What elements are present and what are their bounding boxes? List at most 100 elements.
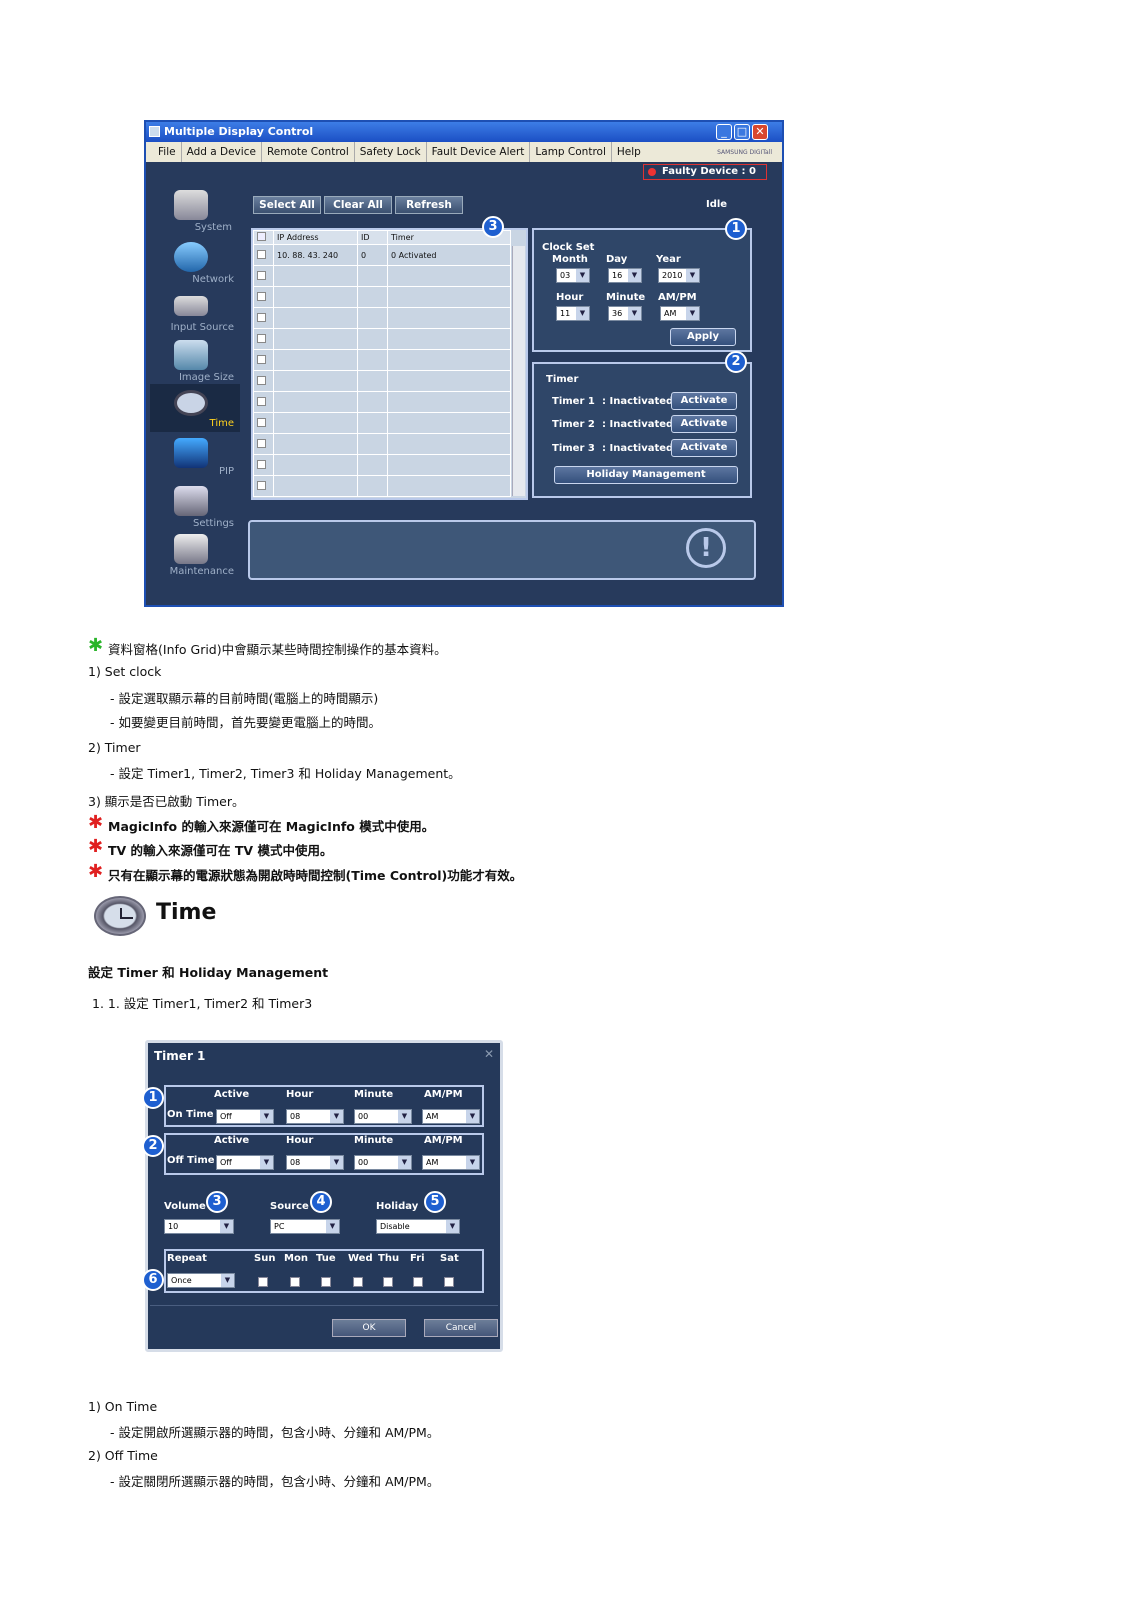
sat-checkbox[interactable] <box>444 1277 454 1287</box>
row-checkbox[interactable] <box>257 249 266 259</box>
mon-checkbox[interactable] <box>290 1277 300 1287</box>
repeat-select[interactable]: Once▼ <box>167 1273 235 1288</box>
off-ampm-select[interactable]: AM▼ <box>422 1155 480 1170</box>
timer1-activate-button[interactable]: Activate <box>671 392 737 410</box>
intro-text: 資料窗格(Info Grid)中會顯示某些時間控制操作的基本資料。 <box>108 642 447 657</box>
table-row[interactable] <box>253 454 511 476</box>
sidebar-item-time[interactable]: Time <box>150 384 240 432</box>
sidebar-item-image-size[interactable]: Image Size <box>150 338 240 386</box>
row-checkbox[interactable] <box>257 270 266 280</box>
marker-5: 5 <box>424 1191 446 1213</box>
select-all-button[interactable]: Select All <box>253 196 321 214</box>
col-id: ID <box>357 230 388 245</box>
star-icon: ✱ <box>88 635 104 656</box>
wed-checkbox[interactable] <box>353 1277 363 1287</box>
row-checkbox[interactable] <box>257 375 266 385</box>
fri-checkbox[interactable] <box>413 1277 423 1287</box>
timer3-state: : Inactivated <box>602 443 674 454</box>
sidebar-item-system[interactable]: System <box>150 188 240 236</box>
row-checkbox[interactable] <box>257 354 266 364</box>
day-select[interactable]: 16▼ <box>608 268 642 283</box>
holiday-management-button[interactable]: Holiday Management <box>554 466 738 484</box>
off-hour-select[interactable]: 08▼ <box>286 1155 344 1170</box>
table-row[interactable] <box>253 307 511 329</box>
menu-safety-lock[interactable]: Safety Lock <box>355 142 427 162</box>
menu-add-device[interactable]: Add a Device <box>182 142 262 162</box>
on-time-label: On Time <box>167 1109 214 1120</box>
sidebar-item-maintenance[interactable]: Maintenance <box>150 534 240 582</box>
minimize-button[interactable]: _ <box>716 124 732 140</box>
table-row[interactable] <box>253 265 511 287</box>
timer3-activate-button[interactable]: Activate <box>671 439 737 457</box>
maximize-button[interactable]: □ <box>734 124 750 140</box>
row-checkbox[interactable] <box>257 291 266 301</box>
cell-ip: 10. 88. 43. 240 <box>273 244 358 266</box>
on-active-select[interactable]: Off▼ <box>216 1109 274 1124</box>
on-ampm-select[interactable]: AM▼ <box>422 1109 480 1124</box>
tue-checkbox[interactable] <box>321 1277 331 1287</box>
close-icon[interactable]: ✕ <box>483 1047 494 1061</box>
ok-button[interactable]: OK <box>332 1319 406 1337</box>
ampm-select[interactable]: AM▼ <box>660 306 700 321</box>
row-checkbox[interactable] <box>257 396 266 406</box>
timer-panel-title: Timer <box>546 374 579 385</box>
table-row[interactable] <box>253 286 511 308</box>
off-active-select[interactable]: Off▼ <box>216 1155 274 1170</box>
sidebar-item-network[interactable]: Network <box>150 240 240 288</box>
alert-dot-icon <box>648 168 656 176</box>
grid-scrollbar[interactable] <box>512 246 525 496</box>
menu-fault-device-alert[interactable]: Fault Device Alert <box>427 142 531 162</box>
row-checkbox[interactable] <box>257 480 266 490</box>
refresh-button[interactable]: Refresh <box>395 196 463 214</box>
item-off-time-desc: - 設定關閉所選顯示器的時間，包含小時、分鐘和 AM/PM。 <box>110 1474 440 1489</box>
note-tv: TV 的輸入來源僅可在 TV 模式中使用。 <box>108 843 333 858</box>
hour-select[interactable]: 11▼ <box>556 306 590 321</box>
row-checkbox[interactable] <box>257 417 266 427</box>
menu-file[interactable]: File <box>146 142 182 162</box>
clear-all-button[interactable]: Clear All <box>324 196 392 214</box>
row-checkbox[interactable] <box>257 312 266 322</box>
close-button[interactable]: ✕ <box>752 124 768 140</box>
holiday-select[interactable]: Disable▼ <box>376 1219 460 1234</box>
section-heading: Time <box>156 900 217 925</box>
table-row[interactable] <box>253 349 511 371</box>
on-minute-select[interactable]: 00▼ <box>354 1109 412 1124</box>
row-checkbox[interactable] <box>257 438 266 448</box>
select-all-checkbox[interactable] <box>253 230 274 245</box>
cancel-button[interactable]: Cancel <box>424 1319 498 1337</box>
minute-select[interactable]: 36▼ <box>608 306 642 321</box>
table-row[interactable] <box>253 433 511 455</box>
chevron-down-icon: ▼ <box>466 1110 479 1123</box>
col-minute-label: Minute <box>354 1089 394 1100</box>
menu-help[interactable]: Help <box>616 146 641 158</box>
menu-remote-control[interactable]: Remote Control <box>262 142 355 162</box>
timer-dialog: Timer 1 ✕ Active Hour Minute AM/PM On Ti… <box>142 1040 503 1352</box>
off-minute-select[interactable]: 00▼ <box>354 1155 412 1170</box>
menu-lamp-control[interactable]: Lamp Control <box>530 142 612 162</box>
table-row[interactable] <box>253 328 511 350</box>
timer2-activate-button[interactable]: Activate <box>671 415 737 433</box>
on-hour-select[interactable]: 08▼ <box>286 1109 344 1124</box>
clock-set-panel: Clock Set Month Day Year 03▼ 16▼ 2010▼ H… <box>532 228 752 352</box>
sidebar-item-input-source[interactable]: Input Source <box>150 290 240 338</box>
table-row[interactable] <box>253 412 511 434</box>
row-checkbox[interactable] <box>257 459 266 469</box>
clock-set-title: Clock Set <box>542 242 595 253</box>
volume-select[interactable]: 10▼ <box>164 1219 234 1234</box>
table-row[interactable] <box>253 370 511 392</box>
apply-button[interactable]: Apply <box>670 328 736 346</box>
off-time-group: Active Hour Minute AM/PM Off Time Off▼ 0… <box>164 1133 484 1175</box>
table-row[interactable] <box>253 475 511 497</box>
table-row[interactable] <box>253 391 511 413</box>
source-select[interactable]: PC▼ <box>270 1219 340 1234</box>
thu-checkbox[interactable] <box>383 1277 393 1287</box>
row-checkbox[interactable] <box>257 333 266 343</box>
faulty-device-indicator[interactable]: Faulty Device : 0 <box>643 164 767 180</box>
month-select[interactable]: 03▼ <box>556 268 590 283</box>
sidebar-item-settings[interactable]: Settings <box>150 486 240 534</box>
sidebar-item-pip[interactable]: PIP <box>150 436 240 484</box>
sun-checkbox[interactable] <box>258 1277 268 1287</box>
year-select[interactable]: 2010▼ <box>658 268 700 283</box>
